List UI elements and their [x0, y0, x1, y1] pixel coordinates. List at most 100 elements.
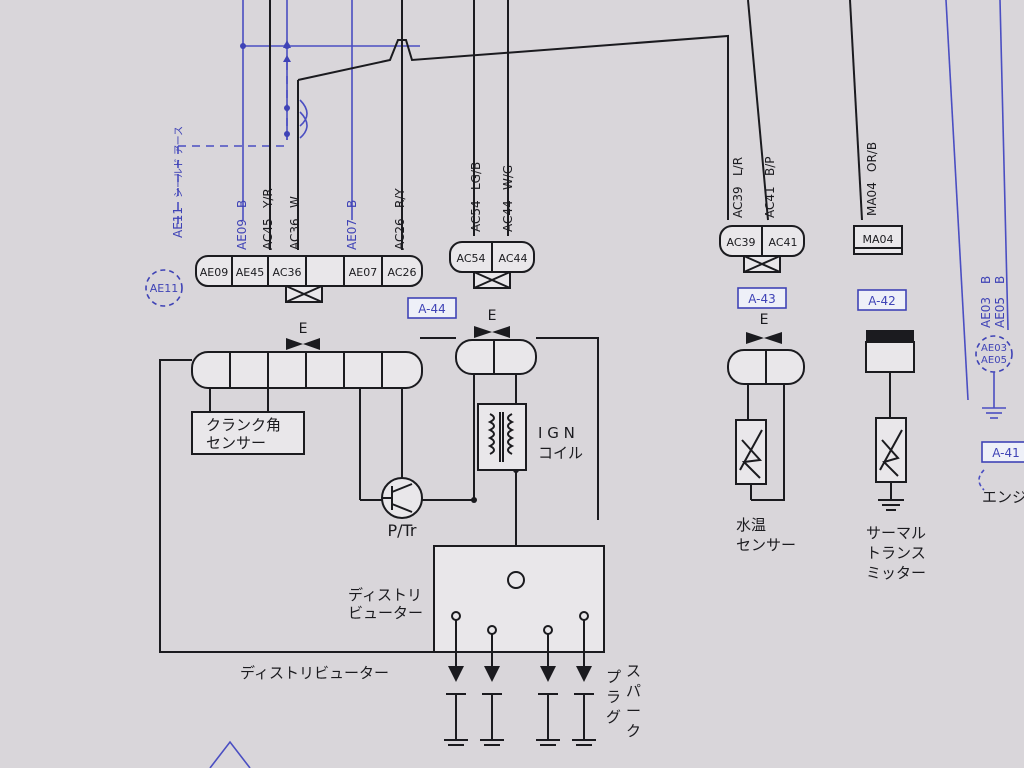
spark-plug-3 [536, 652, 560, 746]
blue-bus [177, 0, 420, 230]
wire-labels-left: AE09 B AC45 Y/R AC36 W AE07 B AC26 R/Y A… [171, 126, 407, 250]
right-badge-top: AE03 [981, 343, 1007, 354]
water-temp-sensor: 水温 センサー [735, 384, 796, 554]
spark-plug-4 [572, 652, 596, 746]
e-label-mid: E [488, 308, 497, 324]
e-marker-left: E [286, 321, 320, 350]
wire-label-ma04-color: OR/B [865, 142, 879, 172]
spark-plugs: ディストリビューター プ ス ラ パ グ ー ク [240, 652, 641, 746]
pin-ac36: AC36 [272, 266, 301, 279]
wire-label-ac44-color: W/G [501, 165, 515, 190]
spark-plug-label-1: プ [606, 668, 621, 686]
ref-a41-label: A-41 [992, 446, 1020, 460]
thermal-label-3: ミッター [866, 564, 926, 582]
wire-label-ac45-code: AC45 [261, 218, 275, 250]
wire-label-ae05-code: AE05 [993, 297, 1007, 328]
wire-label-ac36-color: W [288, 196, 302, 208]
e-label-left: E [299, 321, 308, 337]
connector-lower-mid [455, 339, 537, 375]
ref-a43-label: A-43 [748, 292, 776, 306]
water-temp-label-1: 水温 [736, 516, 766, 534]
pin-ae09: AE09 [200, 266, 228, 279]
ign-coil-label-2: コイル [538, 444, 583, 462]
pin-ma04: MA04 [862, 233, 893, 246]
connector-left: AE09 AE45 AC36 AE07 AC26 [195, 255, 423, 303]
power-transistor-label: P/Tr [387, 521, 416, 540]
ref-a41: A-41 [981, 441, 1024, 463]
water-temp-label-2: センサー [736, 536, 796, 554]
right-edge-partial-label: エンジ [982, 488, 1024, 506]
spark-plug-label-3: ラ [606, 688, 621, 706]
crank-sensor-label-2: センサー [206, 434, 266, 452]
wire-label-ac36-code: AC36 [288, 218, 302, 250]
wire-label-ac41-color: B/P [763, 156, 777, 176]
pin-ae07: AE07 [349, 266, 377, 279]
wire-label-ae11-code: AE11 [171, 207, 185, 238]
spark-plug-label-5: グ [606, 708, 621, 726]
wire-label-ae07-color: B [345, 200, 359, 208]
thermal-transmitter: サーマル トランス ミッター [866, 372, 926, 582]
bottom-blue-mark [209, 740, 251, 768]
distributor-label-1: ディストリ [348, 586, 422, 604]
wire-label-ae03-code: AE03 [979, 297, 993, 328]
wire-label-ae07-code: AE07 [345, 219, 359, 250]
wire-label-ac39-code: AC39 [731, 186, 745, 218]
connector-lower-right [727, 349, 805, 385]
wire-label-ae09-code: AE09 [235, 219, 249, 250]
e-marker-mid: E [474, 308, 510, 338]
ign-coil-label-1: I G N [538, 424, 575, 442]
spark-plug-label-7: ク [626, 722, 641, 740]
power-transistor: P/Tr [381, 477, 423, 540]
connector-thermal [865, 330, 915, 373]
distributor-bottom-label: ディストリビューター [240, 664, 389, 682]
ref-a42-label: A-42 [868, 294, 896, 308]
crank-sensor: クランク角 センサー [191, 411, 305, 455]
shield-badge-label: AE11 [150, 282, 178, 295]
ref-a44-label: A-44 [418, 302, 446, 316]
pin-ac54: AC54 [456, 252, 485, 265]
thermal-label-2: トランス [866, 544, 926, 562]
wire-label-ac45-color: Y/R [261, 188, 275, 209]
ign-coil: I G N コイル [477, 403, 583, 471]
connector-lower-left [191, 351, 423, 389]
spark-plug-2 [480, 652, 504, 746]
connector-mid: AC54 AC44 [449, 241, 535, 289]
wire-label-shield-earth: シールド アース [174, 126, 185, 198]
wire-label-ae03-color: B [979, 276, 993, 284]
wire-labels-mid: AC54 LG/B AC44 W/G [469, 162, 515, 232]
pin-ac26: AC26 [387, 266, 416, 279]
wire-label-ae05-color: B [993, 276, 1007, 284]
spark-plug-label-4: パ [626, 682, 641, 700]
right-edge-ground: AE03 AE05 エンジ [975, 335, 1024, 506]
thermal-label-1: サーマル [866, 524, 926, 542]
wire-labels-right: AC39 L/R AC41 B/P MA04 OR/B AE03 B AE05 … [731, 142, 1007, 328]
connector-right: AC39 AC41 [719, 225, 805, 273]
pin-ac39: AC39 [726, 236, 755, 249]
top-wires [269, 0, 1009, 401]
ref-a42: A-42 [857, 289, 907, 311]
wire-label-ac54-color: LG/B [469, 162, 483, 190]
right-badge-bottom: AE05 [981, 355, 1007, 366]
crank-sensor-label-1: クランク角 [206, 416, 281, 434]
pin-ae45: AE45 [236, 266, 264, 279]
e-marker-right: E [746, 312, 782, 344]
wire-label-ac41-code: AC41 [763, 186, 777, 218]
distributor-label-2: ビューター [348, 604, 423, 622]
wire-label-ac26-code: AC26 [393, 218, 407, 250]
spark-plug-label-6: ー [626, 702, 641, 720]
pin-ac41: AC41 [768, 236, 797, 249]
lower-circuit [159, 337, 599, 653]
spark-plug-label-2: ス [626, 662, 641, 680]
e-label-right: E [760, 312, 769, 328]
ref-a43: A-43 [737, 287, 787, 309]
wire-label-ac54-code: AC54 [469, 200, 483, 232]
wire-label-ae09-color: B [235, 200, 249, 208]
wire-label-ac39-color: L/R [731, 157, 745, 176]
wire-label-ac26-color: R/Y [393, 188, 407, 208]
spark-plug-1 [444, 652, 468, 746]
connector-ma: MA04 [853, 225, 903, 255]
distributor: ディストリ ビューター [348, 545, 605, 653]
wire-label-ac44-code: AC44 [501, 200, 515, 232]
pin-ac44: AC44 [498, 252, 527, 265]
